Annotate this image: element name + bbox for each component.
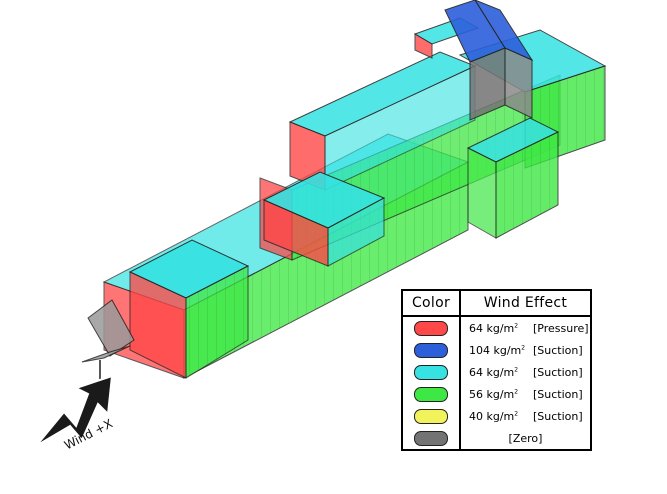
legend-swatch-suction-cyan [414,364,448,380]
legend-row: 64 kg/m2[Pressure] [403,316,590,340]
legend-value: 104 kg/m [469,343,522,357]
legend-swatch-zero [414,430,448,446]
legend-row: 64 kg/m2[Suction] [403,361,590,384]
legend-header-effect: Wind Effect [460,291,590,318]
legend-swatch-pressure [414,320,448,336]
legend-swatch-suction-blue [414,342,448,358]
legend-effect: [Suction] [533,387,583,401]
legend-effect: [Suction] [533,343,583,357]
legend-value: 56 kg/m [469,387,515,401]
wind-arrow-icon [35,374,114,447]
legend-header-color: Color [403,291,461,318]
legend-effect: [Suction] [533,365,583,379]
legend-row: [Zero] [403,427,590,449]
legend-effect: [Pressure] [533,321,589,335]
legend-value: 64 kg/m [469,321,515,335]
legend-effect: [Zero] [508,431,543,445]
left-front-cube [128,239,250,379]
legend-effect: [Suction] [533,409,583,423]
legend-value: 40 kg/m [469,409,515,423]
legend-swatch-suction-green [414,386,448,402]
legend-row: 104 kg/m2[Suction] [403,339,590,362]
tower [444,0,534,121]
canopy [81,299,135,380]
legend-row: 40 kg/m2[Suction] [403,405,590,427]
legend-row: 56 kg/m2[Suction] [403,383,590,406]
legend-value: 64 kg/m [469,365,515,379]
middle-cube [262,171,386,267]
right-end-block [466,117,560,239]
wind-effect-legend: Color Wind Effect 64 kg/m2[Pressure] 104… [401,289,592,451]
legend-swatch-suction-yellow [414,408,448,424]
